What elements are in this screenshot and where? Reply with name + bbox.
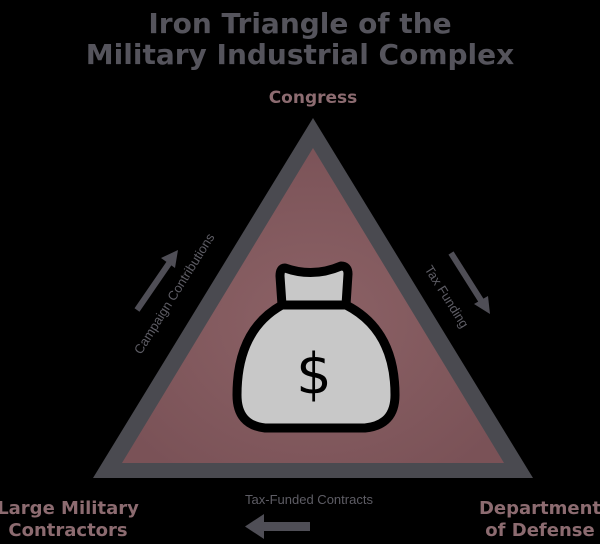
node-dod-line-1: Department [479,498,600,519]
edge-label-tax-funded-contracts: Tax-Funded Contracts [245,492,373,507]
arrow-down-right-icon [448,251,490,314]
node-contractors-line-1: Large Military [0,498,139,519]
money-bag-icon: $ [232,261,400,433]
title-line-1: Iron Triangle of the [148,7,451,40]
dollar-sign: $ [296,342,332,407]
title-line-2: Military Industrial Complex [86,38,514,71]
node-contractors-line-2: Contractors [8,520,127,541]
node-congress: Congress [269,88,358,108]
arrow-up-right-icon [134,250,178,312]
node-dod-line-2: of Defense [485,520,594,541]
arrow-left-icon [245,514,310,539]
